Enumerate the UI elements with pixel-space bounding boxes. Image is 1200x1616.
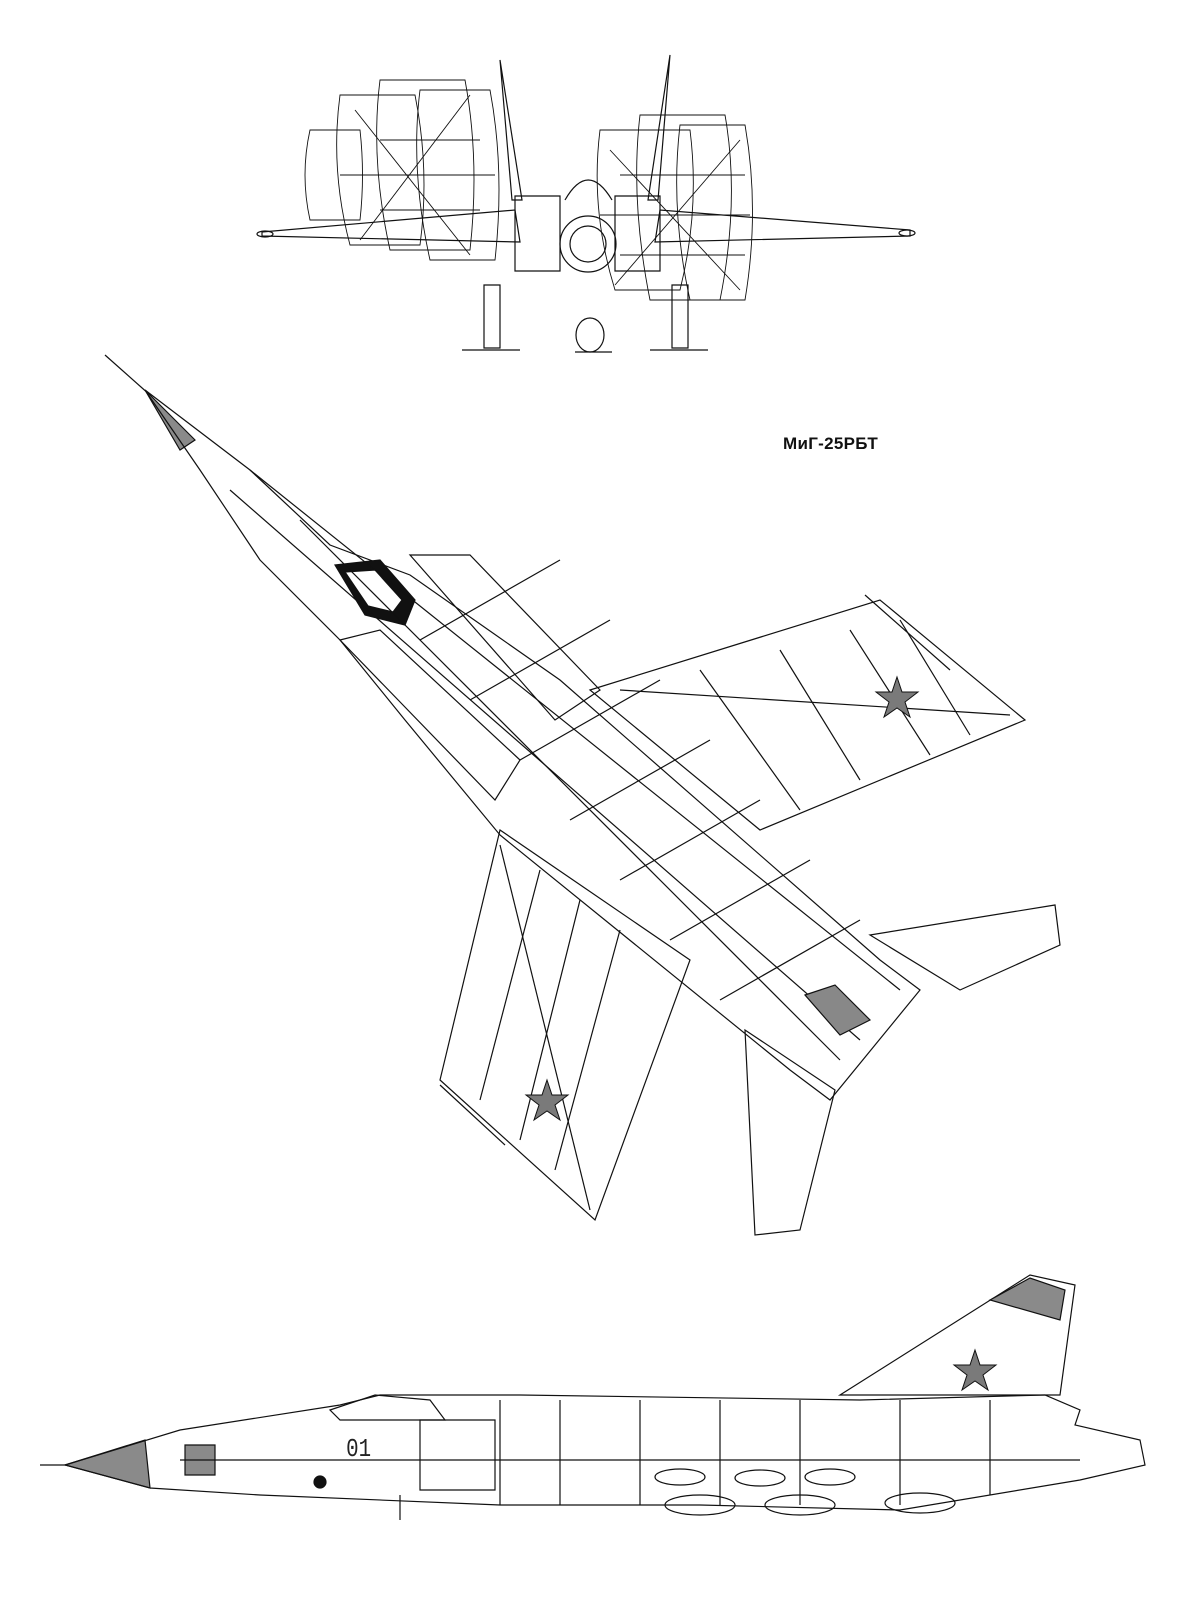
- star-left-wing: [526, 1080, 568, 1120]
- star-right-wing: [876, 677, 918, 717]
- tail-number-label: 01: [346, 1434, 372, 1464]
- star-tail-fin: [954, 1350, 996, 1390]
- aircraft-title: МиГ-25РБТ: [783, 434, 879, 453]
